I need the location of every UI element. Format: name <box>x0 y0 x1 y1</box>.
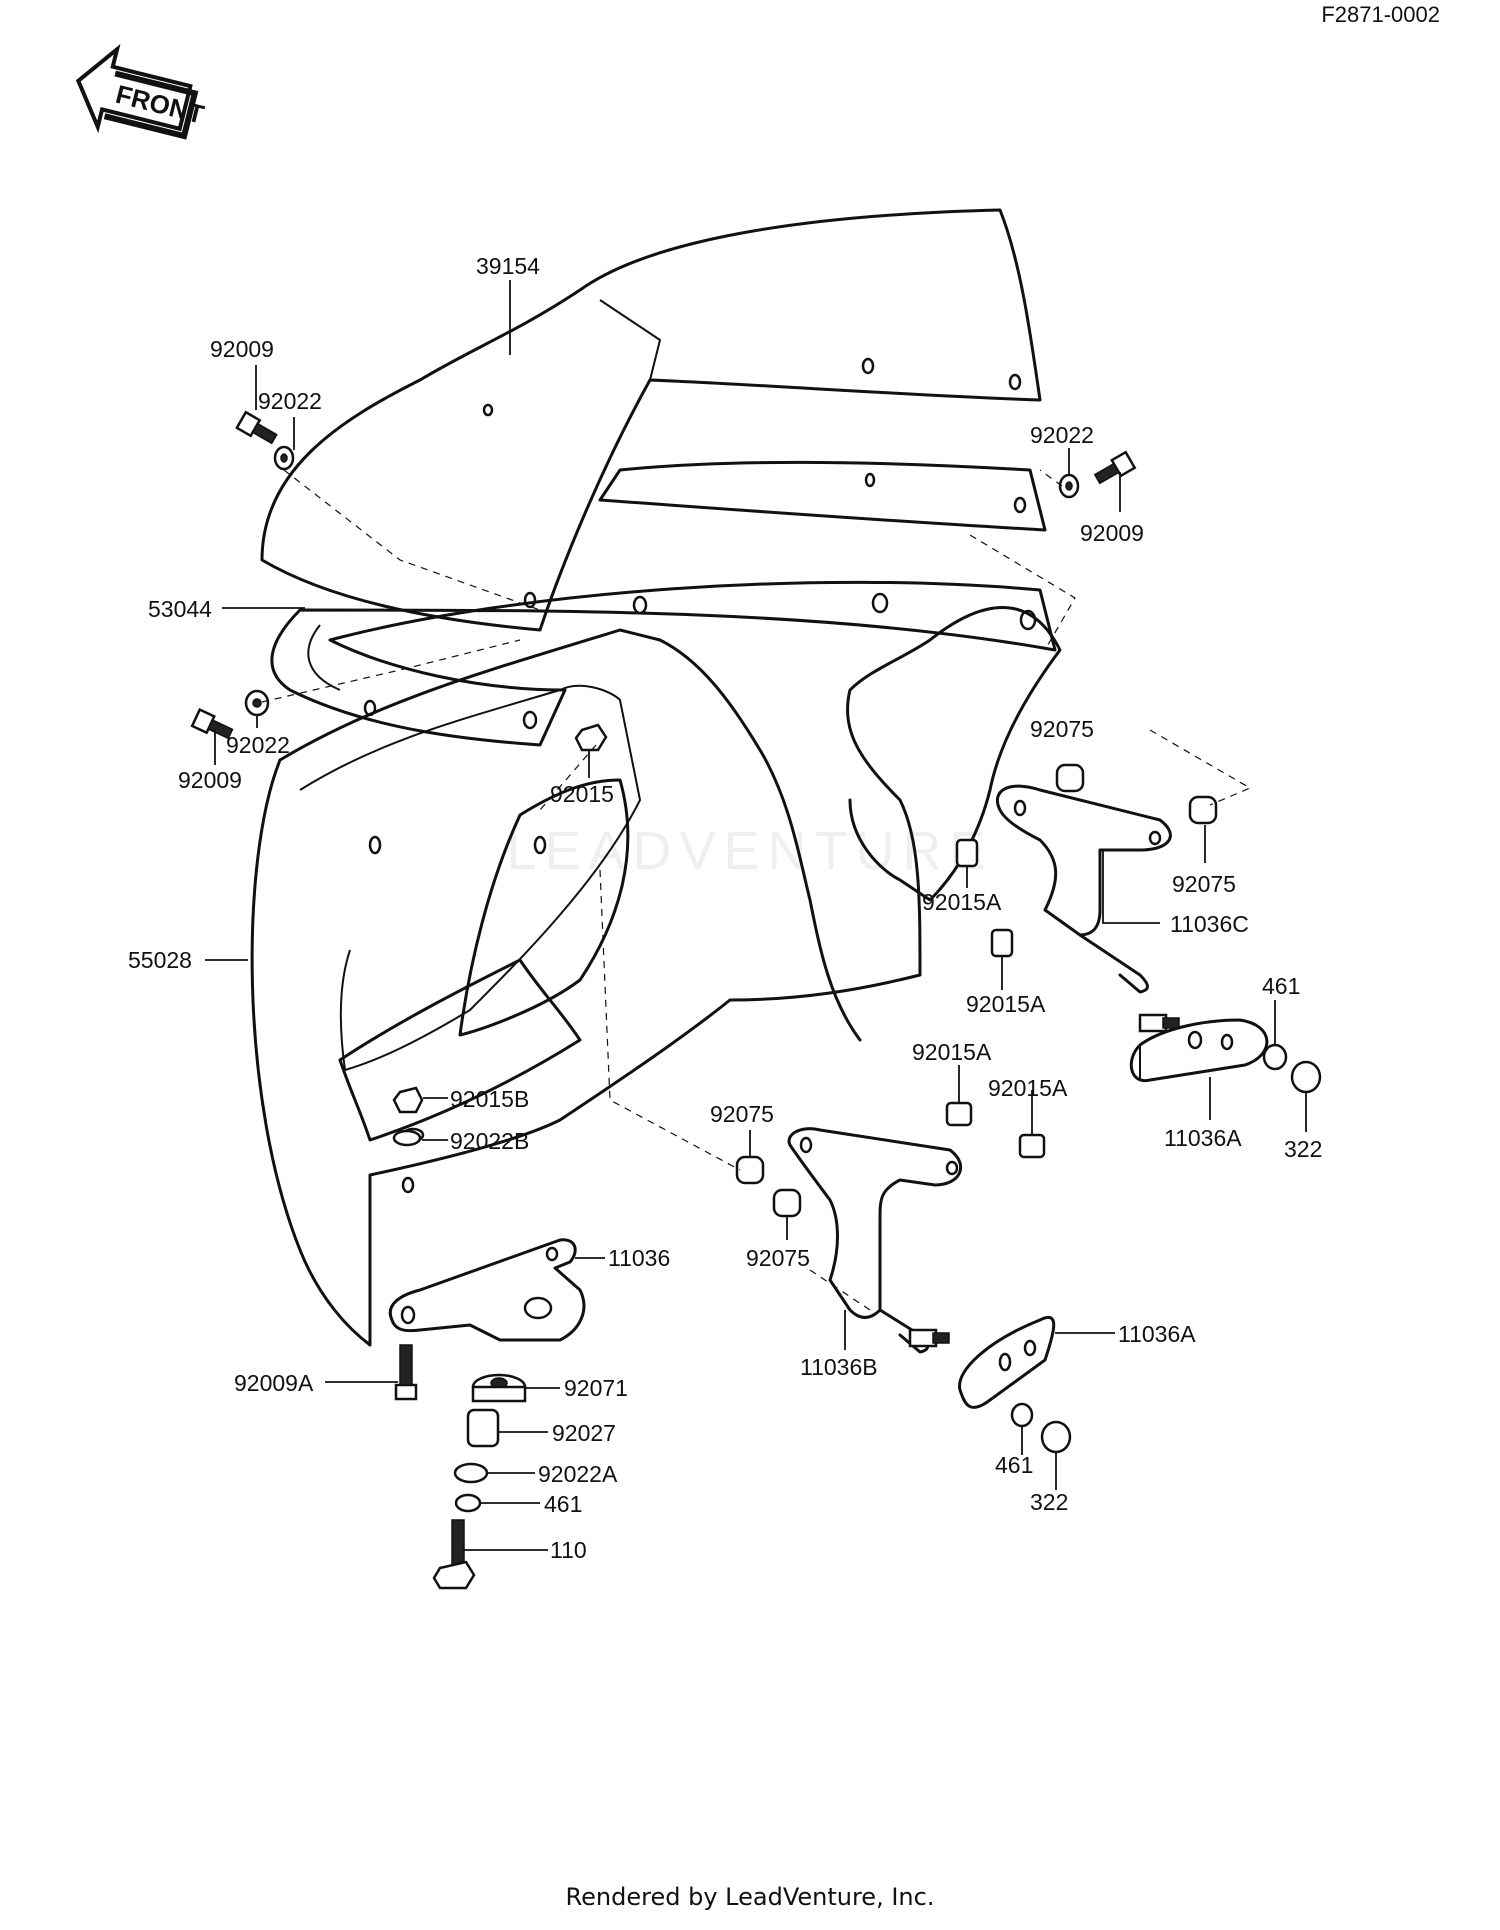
label-322[interactable]: 322 <box>1284 1136 1322 1162</box>
label-92009[interactable]: 92009 <box>210 336 274 362</box>
label-461[interactable]: 461 <box>995 1452 1033 1478</box>
label-322[interactable]: 322 <box>1030 1489 1068 1515</box>
bracket-11036-part <box>388 1238 586 1342</box>
frame-band-part <box>270 580 1057 747</box>
windshield-part <box>260 208 1042 632</box>
assembly-lines <box>261 469 1252 1311</box>
label-110[interactable]: 110 <box>550 1537 587 1563</box>
label-92015[interactable]: 92015 <box>550 781 614 807</box>
label-92009[interactable]: 92009 <box>178 767 242 793</box>
diagram-code: F2871-0002 <box>1321 2 1440 27</box>
label-92015a[interactable]: 92015A <box>966 991 1046 1017</box>
label-92075[interactable]: 92075 <box>1172 871 1236 897</box>
front-arrow-badge: FRONT <box>75 43 207 140</box>
label-461[interactable]: 461 <box>1262 973 1300 999</box>
stay-11036a-lower-part <box>958 1316 1056 1409</box>
bracket-11036b-part <box>787 1127 963 1354</box>
label-92015b[interactable]: 92015B <box>450 1086 529 1112</box>
label-92022[interactable]: 92022 <box>258 388 322 414</box>
label-92075[interactable]: 92075 <box>746 1245 810 1271</box>
label-11036[interactable]: 11036 <box>608 1245 670 1271</box>
upper-trim-strip <box>598 461 1047 532</box>
label-92009[interactable]: 92009 <box>1080 520 1144 546</box>
watermark: LEADVENTURE <box>506 821 994 881</box>
leader-lines <box>205 280 1307 1551</box>
label-92022[interactable]: 92022 <box>226 732 290 758</box>
label-11036b[interactable]: 11036B <box>800 1354 878 1380</box>
label-55028[interactable]: 55028 <box>128 947 192 973</box>
label-92075[interactable]: 92075 <box>710 1101 774 1127</box>
label-11036a[interactable]: 11036A <box>1118 1321 1196 1347</box>
label-92015a[interactable]: 92015A <box>988 1075 1068 1101</box>
label-92015a[interactable]: 92015A <box>922 889 1002 915</box>
label-92022[interactable]: 92022 <box>1030 422 1094 448</box>
label-461[interactable]: 461 <box>544 1491 582 1517</box>
label-11036c[interactable]: 11036C <box>1170 911 1249 937</box>
label-92022b[interactable]: 92022B <box>450 1128 529 1154</box>
label-92071[interactable]: 92071 <box>564 1375 628 1401</box>
part-labels: 39154 92009 92022 92022 92009 53044 9202… <box>128 253 1322 1563</box>
label-92009a[interactable]: 92009A <box>234 1370 314 1396</box>
label-92027[interactable]: 92027 <box>552 1420 616 1446</box>
main-fairing-part <box>250 606 1062 1347</box>
bracket-11036c-part <box>996 784 1172 994</box>
hardware-fasteners <box>190 410 1322 1590</box>
footer-credit: Rendered by LeadVenture, Inc. <box>565 1883 935 1911</box>
label-11036a[interactable]: 11036A <box>1164 1125 1242 1151</box>
label-53044[interactable]: 53044 <box>148 596 212 622</box>
label-92022a[interactable]: 92022A <box>538 1461 618 1487</box>
label-92015a[interactable]: 92015A <box>912 1039 992 1065</box>
label-92075[interactable]: 92075 <box>1030 716 1094 742</box>
label-39154[interactable]: 39154 <box>476 253 540 279</box>
